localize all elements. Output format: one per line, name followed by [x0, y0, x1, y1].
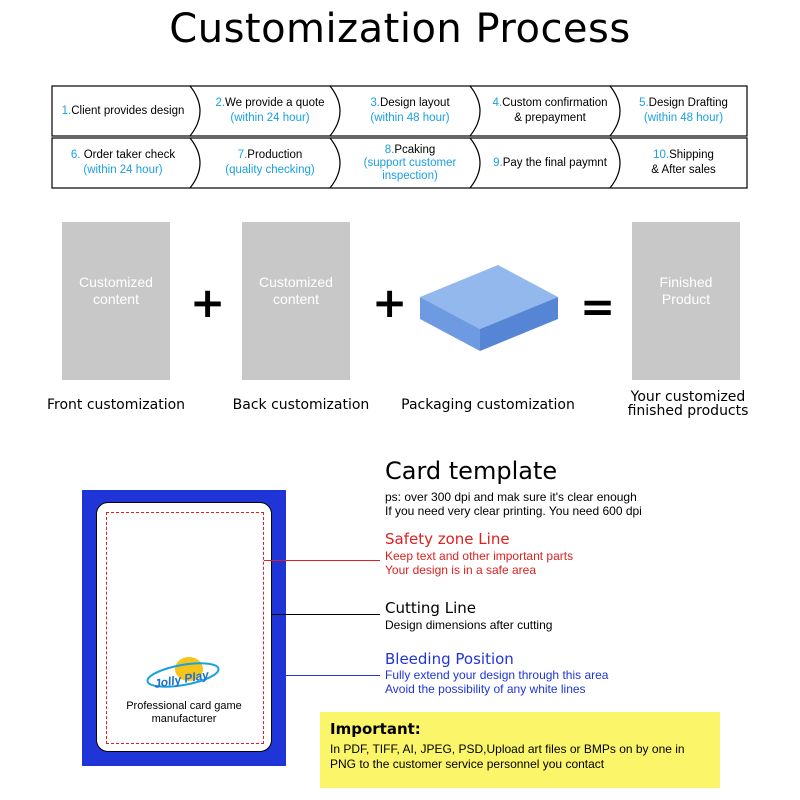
step-label: Production — [247, 149, 303, 161]
step-label: Pcaking — [394, 143, 436, 156]
safety-desc: Keep text and other important parts Your… — [385, 549, 573, 577]
finished-panel: Finished Product — [632, 222, 740, 380]
safety-pointer-line — [264, 560, 380, 561]
plus-sign: + — [190, 278, 226, 327]
template-title: Card template — [385, 457, 558, 485]
step-sublabel-2: inspection) — [382, 169, 438, 182]
bleed-desc-line1: Fully extend your design through this ar… — [385, 668, 609, 682]
card-caption: Professional card game manufacturer — [108, 700, 260, 726]
step-sublabel: (within 24 hour) — [230, 112, 310, 124]
step-number: 9. — [493, 156, 503, 169]
step-number: 8. — [384, 143, 395, 156]
cutting-label: Cutting Line — [385, 599, 476, 617]
finished-caption: Your customized finished products — [618, 390, 758, 418]
safety-label: Safety zone Line — [385, 530, 510, 548]
template-note: ps: over 300 dpi and mak sure it's clear… — [385, 490, 642, 518]
card-caption-line1: Professional card game — [126, 700, 242, 712]
step-7: 7.Production (quality checking) — [200, 138, 340, 188]
safety-desc-line1: Keep text and other important parts — [385, 549, 574, 563]
cutting-pointer-line — [272, 614, 380, 615]
step-6: 6. Order taker check (within 24 hour) — [52, 138, 194, 188]
step-number: 10. — [653, 149, 670, 161]
page-title: Customization Process — [169, 6, 631, 52]
step-number: 7. — [237, 149, 248, 161]
step-10: 10.Shipping & After sales — [620, 138, 747, 188]
step-number: 3. — [370, 97, 380, 109]
step-2: 2.We provide a quote (within 24 hour) — [200, 86, 340, 136]
important-text: In PDF, TIFF, AI, JPEG, PSD,Upload art f… — [330, 742, 685, 771]
step-1: 1.Client provides design — [52, 86, 194, 136]
template-note-line1: ps: over 300 dpi and mak sure it's clear… — [385, 490, 637, 504]
step-sublabel: (within 48 hour) — [643, 112, 724, 124]
important-heading: Important: — [330, 720, 421, 738]
template-note-line2: If you need very clear printing. You nee… — [385, 504, 642, 518]
card-caption-line2: manufacturer — [151, 713, 217, 725]
packaging-caption: Packaging customization — [401, 397, 575, 413]
equals-sign: = — [580, 282, 616, 331]
step-label: Shipping — [669, 149, 714, 161]
step-label: Order taker check — [80, 149, 176, 161]
packaging-box-icon — [420, 265, 558, 351]
finished-caption-line2: finished products — [627, 403, 749, 419]
step-label: Pay the final paymnt — [502, 156, 607, 169]
step-number: 6. — [70, 149, 81, 161]
front-caption: Front customization — [46, 397, 186, 413]
step-sublabel: (quality checking) — [225, 164, 315, 176]
step-4: 4.Custom confirmation & prepayment — [480, 86, 620, 136]
back-caption: Back customization — [232, 397, 370, 413]
steps-frame — [51, 85, 748, 189]
bleed-desc-line2: Avoid the possibility of any white lines — [385, 682, 586, 696]
step-label: Design layout — [379, 97, 450, 109]
back-panel: Customized content — [242, 222, 350, 380]
step-sublabel: & prepayment — [514, 112, 586, 124]
bleed-pointer-line — [286, 675, 380, 676]
step-sublabel: & After sales — [651, 164, 716, 176]
process-steps: 1.Client provides design 2.We provide a … — [0, 0, 800, 200]
step-label: We provide a quote — [225, 97, 325, 109]
bleed-desc: Fully extend your design through this ar… — [385, 668, 608, 696]
step-label: Design Drafting — [648, 97, 728, 109]
safety-zone — [106, 512, 264, 744]
card-cut-area — [96, 502, 272, 752]
step-number: 5. — [639, 97, 649, 109]
step-3: 3.Design layout (within 48 hour) — [340, 86, 480, 136]
step-number: 4. — [492, 97, 503, 109]
step-label: Custom confirmation — [502, 97, 608, 109]
plus-sign: + — [372, 278, 408, 327]
finished-caption-line1: Your customized — [630, 389, 746, 405]
bleed-label: Bleeding Position — [385, 650, 514, 668]
safety-desc-line2: Your design is in a safe area — [385, 563, 536, 577]
step-8: 8.Pcaking (support customer inspection) — [340, 138, 480, 188]
cutting-desc: Design dimensions after cutting — [385, 618, 553, 632]
step-number: 1. — [61, 104, 72, 117]
front-panel: Customized content — [62, 222, 170, 380]
jolly-play-logo: Jolly Play — [146, 657, 220, 691]
step-5: 5.Design Drafting (within 48 hour) — [620, 86, 747, 136]
important-note: Important: In PDF, TIFF, AI, JPEG, PSD,U… — [320, 712, 720, 788]
step-9: 9.Pay the final paymnt — [480, 138, 620, 188]
step-sublabel: (within 24 hour) — [83, 164, 163, 176]
step-sublabel: (support customer — [363, 156, 457, 169]
step-sublabel: (within 48 hour) — [370, 112, 450, 124]
step-label: Client provides design — [71, 104, 185, 117]
step-number: 2. — [215, 97, 226, 109]
